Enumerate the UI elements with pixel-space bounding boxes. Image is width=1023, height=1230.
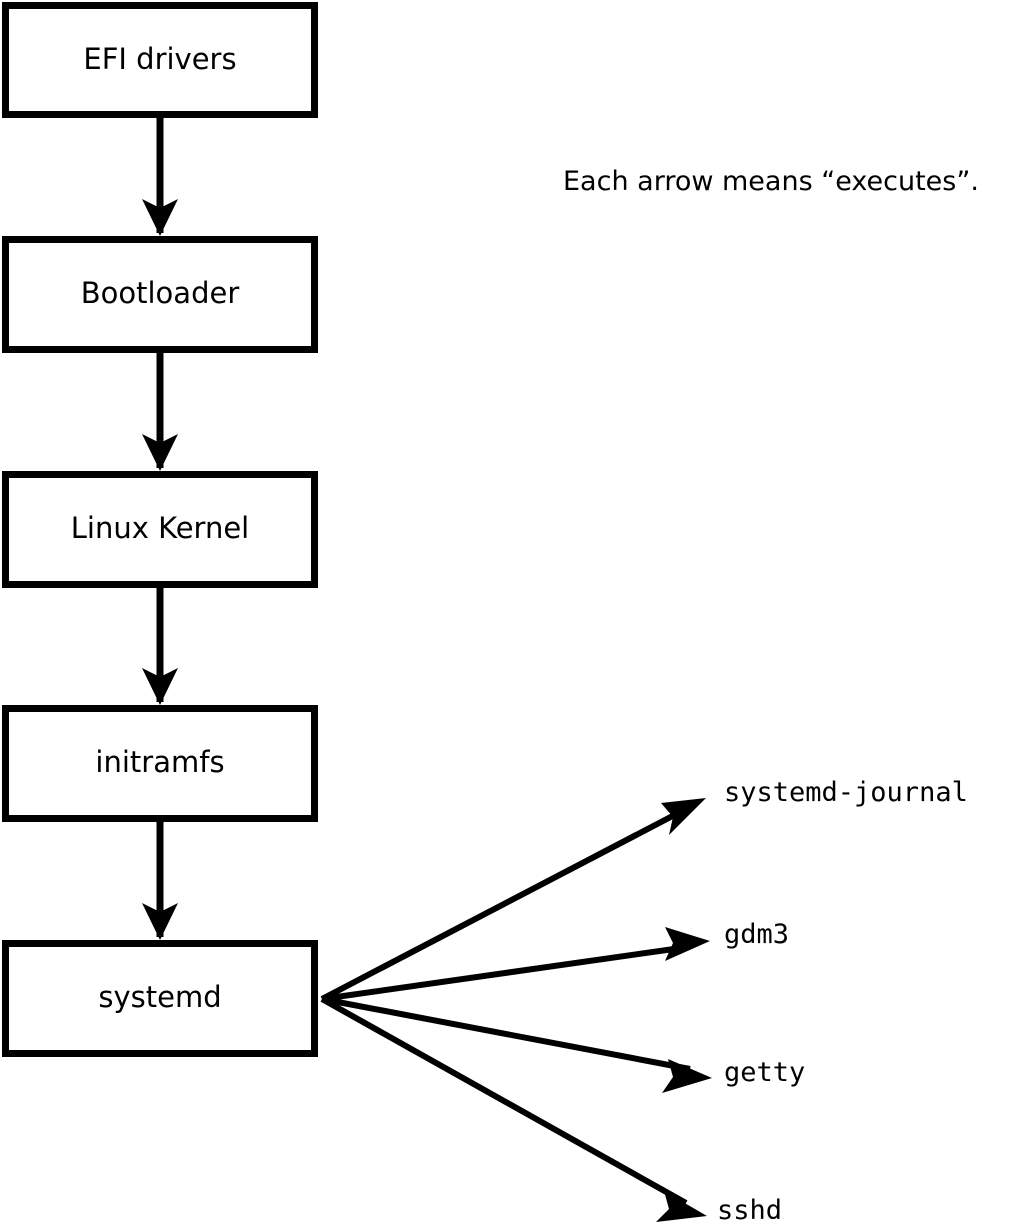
service-label-systemd-journal: systemd-journal	[724, 777, 968, 808]
arrow-efi-drivers-to-bootloader	[142, 118, 178, 236]
arrow-systemd-to-systemd-journal	[320, 798, 706, 1002]
node-efi-drivers[interactable]: EFI drivers	[2, 2, 318, 118]
boot-chain-boxes: EFI drivers Bootloader Linux Kernel init…	[2, 2, 318, 1057]
spawned-service-labels: systemd-journal gdm3 getty sshd	[717, 777, 968, 1226]
arrow-linux-kernel-to-initramfs	[142, 588, 178, 705]
node-initramfs-label: initramfs	[95, 745, 224, 779]
node-efi-drivers-rect[interactable]	[2, 2, 318, 118]
node-bootloader-label: Bootloader	[81, 276, 240, 310]
boot-flow-arrows	[142, 118, 178, 940]
node-bootloader-rect[interactable]	[2, 236, 318, 353]
arrow-bootloader-to-linux-kernel	[142, 353, 178, 471]
arrow-systemd-to-getty	[321, 996, 712, 1093]
node-bootloader[interactable]: Bootloader	[2, 236, 318, 353]
systemd-fanout-arrows	[320, 798, 712, 1222]
service-label-getty: getty	[724, 1057, 805, 1088]
legend-caption: Each arrow means “executes”.	[563, 166, 979, 197]
node-linux-kernel-label: Linux Kernel	[71, 511, 249, 545]
arrow-systemd-to-sshd	[320, 996, 707, 1222]
node-initramfs-rect[interactable]	[2, 705, 318, 822]
node-linux-kernel[interactable]: Linux Kernel	[2, 471, 318, 588]
service-label-sshd: sshd	[717, 1195, 782, 1226]
node-initramfs[interactable]: initramfs	[2, 705, 318, 822]
node-systemd[interactable]: systemd	[2, 940, 318, 1057]
node-efi-drivers-label: EFI drivers	[83, 42, 236, 76]
arrow-systemd-to-gdm3	[321, 927, 710, 1002]
service-label-gdm3: gdm3	[724, 919, 789, 950]
arrow-initramfs-to-systemd	[142, 822, 178, 940]
node-linux-kernel-rect[interactable]	[2, 471, 318, 588]
node-systemd-label: systemd	[98, 980, 221, 1014]
node-systemd-rect[interactable]	[2, 940, 318, 1057]
